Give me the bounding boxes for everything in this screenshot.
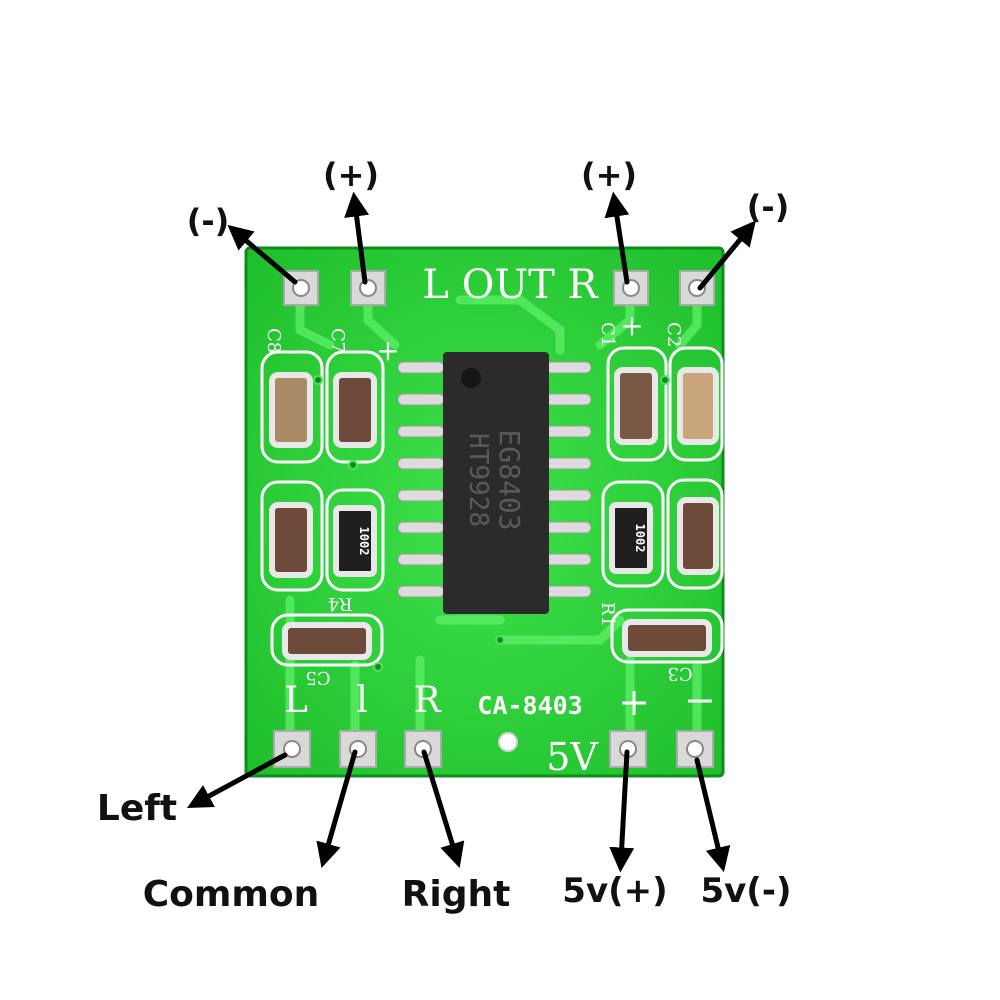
cap-plus-left: + — [376, 334, 399, 367]
label-bottom-common: l — [356, 680, 368, 721]
arrow-top-left-plus — [344, 191, 369, 285]
pcb-board: 1002 1002 — [244, 246, 725, 779]
label-l-out-r: L OUT R — [422, 262, 599, 308]
capacitor-c4 — [677, 497, 719, 575]
label-bottom-r: R — [413, 680, 441, 721]
capacitor-c8 — [269, 372, 313, 448]
designator-c3: C3 — [667, 663, 692, 684]
resistor-r1-code: 1002 — [633, 524, 647, 553]
capacitor-c1 — [614, 367, 658, 445]
label-plus: + — [618, 680, 650, 724]
callout-top-right-minus: (-) — [747, 188, 790, 226]
arrow-left — [187, 752, 288, 808]
capacitor-c7 — [333, 372, 377, 448]
callout-5v-plus: 5v(+) — [562, 871, 667, 911]
resistor-r1 — [609, 502, 653, 574]
smd-capacitors — [269, 367, 719, 660]
arrow-top-right-minus — [697, 220, 756, 291]
vias — [313, 375, 670, 672]
capacitor-c3 — [622, 619, 712, 657]
mounting-hole — [498, 732, 518, 752]
callout-arrows — [187, 191, 756, 873]
smd-resistors: 1002 1002 — [333, 502, 653, 577]
cap-plus-right: + — [620, 309, 643, 342]
pad-left — [273, 730, 311, 768]
ic-marking-line1: EG8403 — [493, 429, 526, 530]
silkscreen-labels: L OUT R C8 C7 + C1 + C2 R4 R1 C5 C3 L l … — [263, 262, 716, 779]
ic-pin1-dot — [461, 368, 481, 388]
ic-body — [443, 352, 549, 614]
callout-right: Right — [402, 874, 511, 915]
ic-left-pins — [397, 361, 445, 598]
top-pads — [283, 270, 715, 306]
capacitor-c6 — [269, 502, 313, 578]
arrow-right — [421, 749, 465, 868]
resistor-r4-code: 1002 — [357, 527, 371, 556]
ic-marking-line2: HT9928 — [463, 433, 493, 527]
designator-r1: R1 — [597, 602, 618, 627]
ic-chip: EG8403 HT9928 — [397, 352, 592, 614]
label-model: CA-8403 — [477, 691, 582, 720]
label-bottom-l: L — [284, 680, 308, 721]
designator-c8: C8 — [263, 328, 284, 353]
ic-right-pins — [544, 361, 592, 598]
designator-c1: C1 — [597, 322, 618, 347]
callout-5v-minus: 5v(-) — [700, 871, 791, 911]
callout-top-right-plus: (+) — [581, 156, 637, 194]
label-voltage: 5V — [546, 735, 598, 779]
callout-left: Left — [97, 788, 177, 829]
callout-top-left-plus: (+) — [323, 156, 379, 194]
arrow-top-left-minus — [227, 224, 298, 285]
callout-common: Common — [143, 874, 320, 915]
arrow-5v-plus — [609, 749, 635, 873]
designator-c5: C5 — [305, 667, 330, 688]
arrow-top-right-plus — [604, 191, 630, 285]
resistor-r4 — [333, 505, 377, 577]
capacitor-c5 — [282, 622, 372, 660]
callout-labels: (-) (+) (+) (-) Left Common Right 5v(+) … — [97, 156, 792, 915]
designator-c7: C7 — [327, 328, 348, 353]
callout-top-left-minus: (-) — [187, 202, 230, 240]
designator-c2: C2 — [663, 322, 684, 347]
label-minus: − — [684, 678, 716, 722]
capacitor-c2 — [677, 367, 719, 445]
designator-r4: R4 — [327, 593, 352, 614]
arrow-5v-minus — [694, 757, 731, 873]
arrow-common — [316, 749, 358, 869]
